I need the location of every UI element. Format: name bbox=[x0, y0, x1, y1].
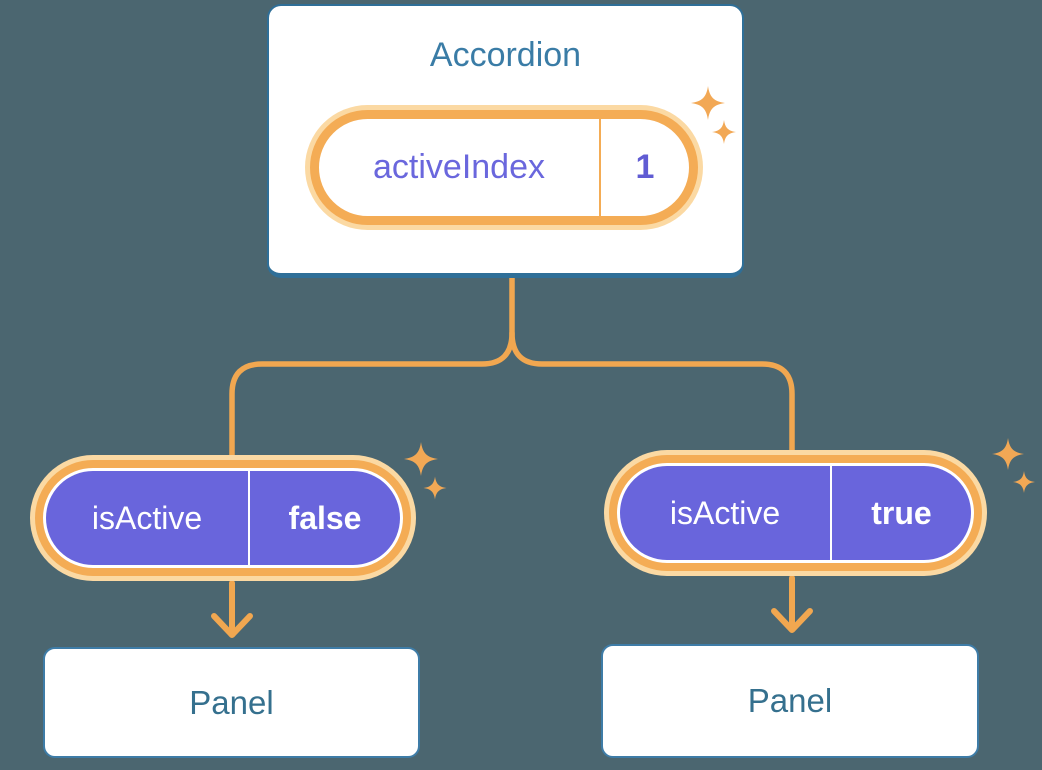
state-pill-body: isActive false bbox=[46, 471, 400, 565]
prop-pill-activeindex: activeIndex 1 bbox=[310, 110, 698, 225]
prop-value: 1 bbox=[599, 119, 689, 216]
accordion-title: Accordion bbox=[429, 36, 582, 74]
panel-card-left: Panel bbox=[43, 647, 420, 758]
prop-name: activeIndex bbox=[373, 148, 545, 186]
arrow-down-icon bbox=[211, 580, 253, 638]
branch-line-left bbox=[229, 275, 515, 468]
state-value: true bbox=[830, 466, 971, 560]
state-name: isActive bbox=[91, 499, 203, 536]
state-value: false bbox=[248, 471, 400, 565]
state-name: isActive bbox=[669, 494, 781, 531]
branch-line-right bbox=[509, 330, 795, 463]
arrow-down-icon bbox=[771, 575, 813, 633]
panel-label: Panel bbox=[747, 682, 833, 719]
panel-label: Panel bbox=[189, 683, 274, 721]
panel-card-right: Panel bbox=[601, 644, 979, 758]
state-pill-isactive-false: isActive false bbox=[35, 460, 411, 576]
state-pill-body: isActive true bbox=[620, 466, 971, 560]
state-pill-isactive-true: isActive true bbox=[609, 455, 982, 571]
